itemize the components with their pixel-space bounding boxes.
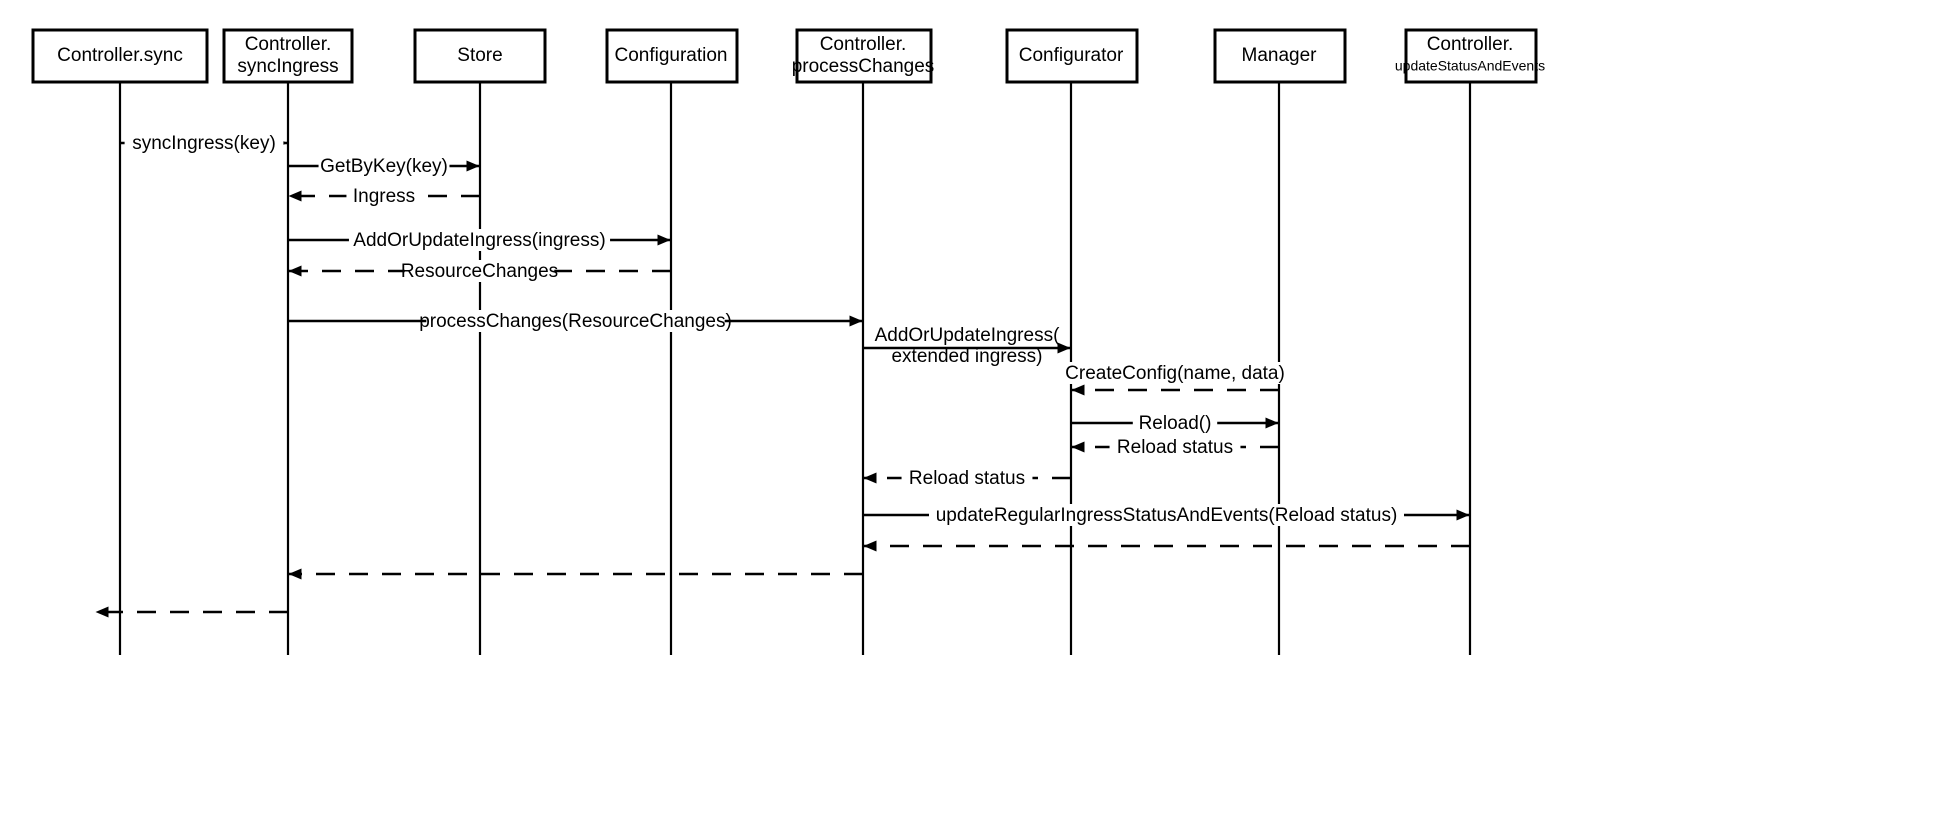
message-m6: processChanges(ResourceChanges) [288,310,863,332]
participant-label: Controller. [245,34,332,55]
participant-box[interactable] [413,28,547,84]
message-m2: GetByKey(key) [288,155,480,177]
message-label: processChanges(ResourceChanges) [419,311,732,332]
messages-layer: syncIngress(key) GetByKey(key) IngressAddO… [95,132,1470,618]
participant-configuration[interactable]: Configuration [605,28,739,84]
message-label: syncIngress(key) [132,133,276,154]
participant-label: Manager [1242,45,1318,66]
message-label-backdrop [318,155,450,177]
message-m11: Reload status [1071,436,1279,458]
message-m4: AddOrUpdateIngress(ingress) [288,229,671,251]
message-label: Reload() [1139,413,1212,434]
message-label-backdrop [346,185,422,207]
message-label: Reload status [1117,437,1233,458]
participant-box[interactable] [31,28,209,84]
message-label-backdrop [929,504,1404,526]
participant-label: Configurator [1019,45,1124,66]
participant-configurator[interactable]: Configurator [1005,28,1139,84]
participant-label: processChanges [792,56,935,77]
message-label-backdrop [901,467,1033,489]
participants-layer: Controller.syncController.syncIngressSto… [31,28,1545,84]
message-label: ResourceChanges [401,261,558,282]
participant-label: Store [457,45,502,66]
participant-label: Controller. [820,34,907,55]
message-m7: AddOrUpdateIngress(extended ingress) [863,325,1071,367]
participant-controller-syncingress[interactable]: Controller.syncIngress [222,28,354,84]
message-label-backdrop [1109,436,1241,458]
participant-label: Controller.sync [57,45,183,66]
message-label-backdrop [1132,412,1218,434]
participant-controller-updatestatusandevents[interactable]: Controller. updateStatusAndEvents [1395,28,1545,84]
message-label-backdrop [124,132,284,154]
participant-label: Controller. [1427,34,1514,55]
message-label: CreateConfig(name, data) [1065,363,1285,384]
participant-box[interactable] [1213,28,1347,84]
message-label-backdrop [1058,362,1292,384]
participant-controller-processchanges[interactable]: Controller.processChanges [792,28,935,84]
message-label: GetByKey(key) [320,156,448,177]
participant-store[interactable]: Store [413,28,547,84]
participant-box[interactable] [222,28,354,84]
participant-manager[interactable]: Manager [1213,28,1347,84]
message-label: Reload status [909,468,1025,489]
participant-box[interactable] [1005,28,1139,84]
message-m3: Ingress [288,185,480,207]
message-m8: CreateConfig(name, data) [1058,362,1292,384]
message-m1: syncIngress(key) [120,132,288,154]
message-label: AddOrUpdateIngress( [875,325,1060,346]
message-label: Ingress [353,186,415,207]
message-label: AddOrUpdateIngress(ingress) [353,230,605,251]
message-m13: updateRegularIngressStatusAndEvents(Relo… [863,504,1470,526]
message-label: updateRegularIngressStatusAndEvents(Relo… [936,505,1398,526]
participant-box[interactable] [1404,28,1538,84]
message-label-backdrop [426,310,725,332]
participant-box[interactable] [795,28,933,84]
message-label-backdrop [348,229,611,251]
participant-box[interactable] [605,28,739,84]
participant-controller-sync[interactable]: Controller.sync [31,28,209,84]
message-m10: Reload() [1071,412,1279,434]
message-m5: ResourceChanges [288,260,671,282]
participant-label: Configuration [614,45,727,66]
participant-label: updateStatusAndEvents [1395,58,1545,74]
participant-label: syncIngress [237,56,338,77]
message-label-backdrop [404,260,555,282]
message-m12: Reload status [863,467,1071,489]
message-label: extended ingress) [891,346,1042,367]
